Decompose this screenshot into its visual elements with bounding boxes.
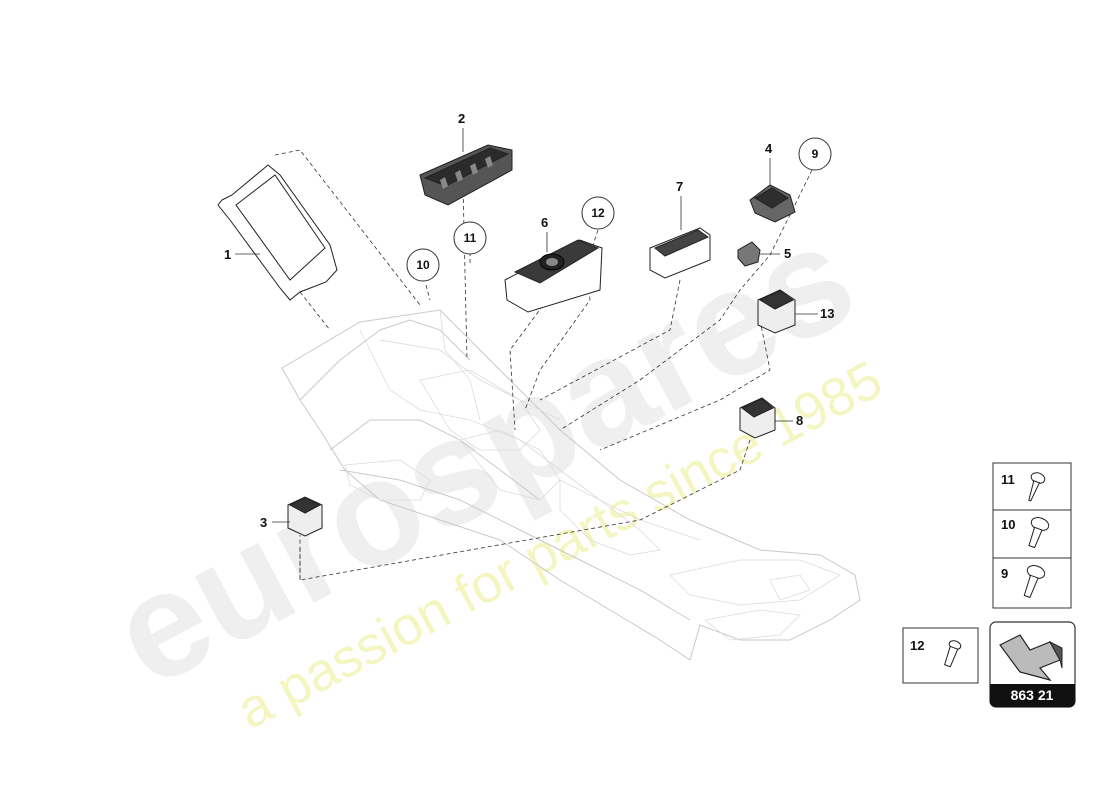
screw-icon	[1028, 472, 1046, 502]
circled-callout-11: 11	[453, 221, 487, 255]
callout-4: 4	[765, 141, 773, 156]
part-display-panel: 1	[217, 164, 338, 301]
screw-icon	[1028, 517, 1050, 549]
part-switch-3: 3	[260, 496, 323, 537]
callout-3: 3	[260, 515, 267, 530]
circled-callout-10: 10	[406, 248, 440, 282]
center-console	[281, 309, 861, 661]
part-switch-unit: 7	[649, 179, 711, 279]
screw-12-legend: 12	[902, 627, 979, 684]
legend-label-11: 11	[1001, 472, 1015, 487]
diagram-code-badge: 863 21	[989, 621, 1076, 708]
callout-13: 13	[820, 306, 834, 321]
leader-lines	[274, 149, 813, 581]
part-switch-block: 2	[419, 111, 513, 206]
svg-text:12: 12	[591, 206, 605, 220]
circled-callout-9: 9	[798, 137, 832, 171]
callout-2: 2	[458, 111, 465, 126]
diagram-code: 863 21	[1011, 687, 1054, 703]
svg-text:10: 10	[416, 258, 430, 272]
circled-callout-12: 12	[581, 196, 615, 230]
callout-1: 1	[224, 247, 231, 262]
svg-text:11: 11	[464, 231, 477, 245]
callout-6: 6	[541, 215, 548, 230]
callout-7: 7	[676, 179, 683, 194]
part-switch-5: 5	[737, 241, 791, 267]
watermark: eurospares a passion for parts since 198…	[86, 190, 892, 740]
part-switch-4: 4	[749, 141, 796, 223]
callout-8: 8	[796, 413, 803, 428]
screw-legend: 11 10 9	[992, 462, 1072, 609]
screw-icon	[944, 640, 962, 668]
legend-label-12: 12	[910, 638, 924, 653]
part-control-module: 6	[504, 215, 603, 313]
legend-label-9: 9	[1001, 566, 1008, 581]
legend-label-10: 10	[1001, 517, 1015, 532]
part-button-13: 13	[757, 289, 834, 334]
screw-icon	[1023, 565, 1046, 599]
arrow-icon	[999, 634, 1063, 682]
callout-5: 5	[784, 246, 791, 261]
part-switch-8: 8	[739, 397, 803, 439]
svg-text:9: 9	[812, 147, 819, 161]
